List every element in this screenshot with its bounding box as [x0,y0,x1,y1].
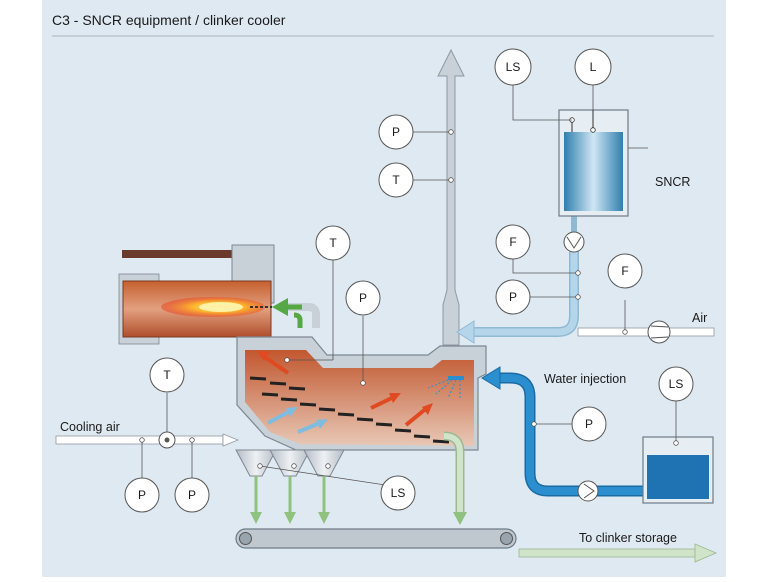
to-storage-arrow [518,543,718,563]
sncr-instrument-lines [512,259,581,300]
svg-text:F: F [509,235,516,249]
cooler-pressure-instrument: P [345,280,381,316]
burner-air-pipe [272,298,320,328]
stack-temperature-instrument: T [378,162,414,198]
svg-text:T: T [392,173,400,187]
air-label: Air [692,311,707,325]
tank-level-instrument: L [574,48,612,86]
exhaust-stack [413,48,465,346]
cooling-air-arrows [267,407,328,434]
clinker-hoppers [235,449,393,524]
cooling-air-pressure-instrument-1: P [124,477,160,513]
hopper-level-switch-instrument: LS [380,475,416,511]
air-line [577,300,715,337]
to-clinker-storage-label: To clinker storage [579,531,677,545]
diagram-title: C3 - SNCR equipment / clinker cooler [52,12,286,28]
clinker-outlet-pipe [443,431,467,525]
svg-text:F: F [621,264,628,278]
svg-text:P: P [188,488,196,502]
svg-text:LS: LS [391,486,406,500]
air-flow-instrument: F [607,253,643,289]
rotary-kiln [118,244,275,345]
svg-text:T: T [329,236,337,250]
water-pressure-instrument: P [571,406,607,442]
svg-text:L: L [590,60,597,74]
svg-text:LS: LS [506,60,521,74]
cooler-grate-bars [249,376,450,444]
svg-text:LS: LS [669,377,684,391]
tank-level-switch-instrument: LS [494,48,532,86]
sncr-label: SNCR [655,175,690,189]
svg-text:P: P [359,291,367,305]
clinker-cooler [236,253,487,451]
water-spray-nozzle [427,376,464,399]
conveyor-belt [235,528,517,549]
svg-text:T: T [163,368,171,382]
svg-text:P: P [392,125,400,139]
cooling-air-pressure-instrument-2: P [174,477,210,513]
air-blower-icon [647,320,671,344]
hot-gas-arrows [257,351,433,427]
water-pump-icon [577,480,599,502]
svg-text:P: P [585,417,593,431]
sncr-tank [512,85,648,217]
water-tank [642,400,714,504]
svg-text:P: P [509,290,517,304]
kiln-temperature-instrument: T [315,225,351,261]
sncr-flow-instrument: F [495,224,531,260]
water-tank-level-switch-instrument: LS [658,366,694,402]
stack-pressure-instrument: P [378,114,414,150]
sncr-pump-icon [563,231,585,253]
svg-text:P: P [138,488,146,502]
cooling-air-temperature-instrument: T [149,357,185,393]
cooling-air-line [55,393,240,478]
water-injection-label: Water injection [544,372,626,386]
cooling-air-label: Cooling air [60,420,120,434]
sncr-pressure-instrument: P [495,279,531,315]
cooling-fan-icon [158,431,176,449]
water-injection-line [481,366,643,497]
